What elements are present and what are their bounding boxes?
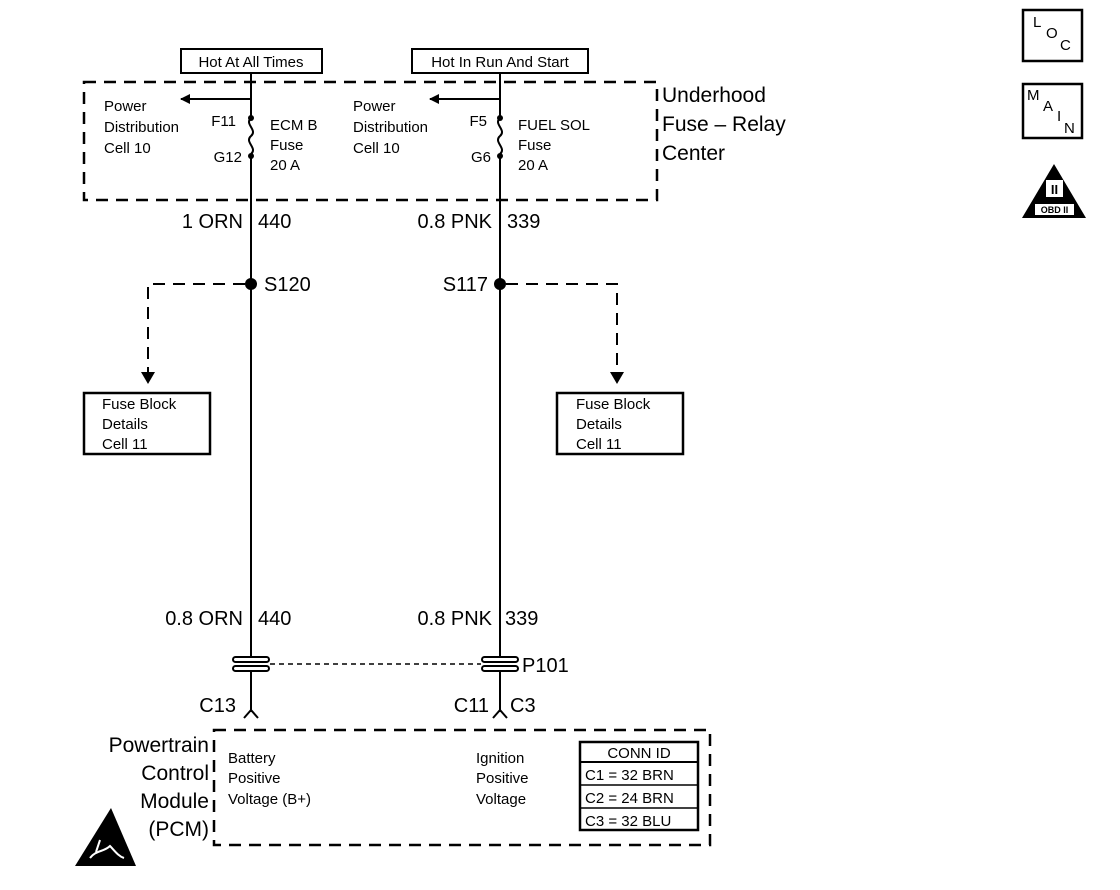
- pcm-name-line1: Powertrain: [109, 734, 209, 757]
- pin-c13-label: C13: [199, 695, 236, 717]
- right-bottom-wire-circuit: 339: [505, 608, 538, 630]
- fuse-center-name-line1: Underhood: [662, 84, 766, 107]
- left-fuse-block-line1: Fuse Block: [102, 396, 177, 413]
- right-power-dist-line1: Power: [353, 98, 396, 115]
- fuel-sol-fuse: [429, 73, 503, 283]
- right-fuse-block-line2: Details: [576, 416, 622, 433]
- loc-icon-letter-l: L: [1033, 14, 1041, 31]
- battery-voltage-line2: Positive: [228, 770, 281, 787]
- hot-in-run-and-start-label: Hot In Run And Start: [411, 48, 589, 74]
- left-fuse-block-ref: Fuse Block Details Cell 11: [82, 391, 212, 456]
- main-icon-letter-m: M: [1027, 87, 1040, 104]
- obd-ii-numeral: II: [1051, 182, 1058, 197]
- hot-at-all-times-label: Hot At All Times: [180, 48, 323, 74]
- fuse-relay-center-box: [82, 80, 659, 202]
- esd-warning-icon: [75, 808, 136, 866]
- ecm-fuse-name: ECM B: [270, 117, 318, 134]
- main-icon-letter-a: A: [1043, 98, 1053, 115]
- conn-id-row-c3: C3 = 32 BLU: [585, 813, 671, 830]
- pin-c11-label: C11: [454, 695, 489, 717]
- battery-voltage-line3: Voltage (B+): [228, 791, 311, 808]
- pcm-name-line3: Module: [140, 790, 209, 813]
- connector-p101: [232, 656, 519, 712]
- fuel-fuse-rating: 20 A: [518, 157, 548, 174]
- ignition-voltage-line1: Ignition: [476, 750, 524, 767]
- right-bottom-wire-color: 0.8 PNK: [418, 608, 493, 630]
- conn-id-row-c2: C2 = 24 BRN: [585, 790, 674, 807]
- pin-c3-label: C3: [510, 695, 536, 717]
- ignition-voltage-line3: Voltage: [476, 791, 526, 808]
- ecm-fuse-type: Fuse: [270, 137, 303, 154]
- right-power-dist-line3: Cell 10: [353, 140, 400, 157]
- connector-p101-label: P101: [522, 655, 569, 677]
- right-fuse-block-line1: Fuse Block: [576, 396, 651, 413]
- left-bottom-wire-color: 0.8 ORN: [165, 608, 243, 630]
- fuse-center-name-line3: Center: [662, 142, 725, 165]
- ecm-fuse-rating: 20 A: [270, 157, 300, 174]
- left-top-wire-circuit: 440: [258, 211, 291, 233]
- pcm-box: [212, 728, 712, 847]
- obd-ii-icon: II OBD II: [1022, 164, 1086, 218]
- loc-icon: L O C: [1021, 8, 1084, 63]
- right-power-dist-line2: Distribution: [353, 119, 428, 136]
- hot-at-all-times-text: Hot At All Times: [198, 54, 303, 71]
- splice-s117-label: S117: [443, 274, 488, 296]
- right-top-wire-circuit: 339: [507, 211, 540, 233]
- battery-voltage-line1: Battery: [228, 750, 276, 767]
- fuel-fuse-in-pin: F5: [469, 113, 487, 130]
- left-power-dist-line3: Cell 10: [104, 140, 151, 157]
- loc-icon-letter-o: O: [1046, 25, 1058, 42]
- main-icon: M A I N: [1021, 82, 1084, 140]
- pcm-name-line2: Control: [141, 762, 209, 785]
- fuel-fuse-name: FUEL SOL: [518, 117, 590, 134]
- right-fuse-block-link: [506, 283, 618, 372]
- right-fuse-block-line3: Cell 11: [576, 436, 622, 453]
- ignition-voltage-line2: Positive: [476, 770, 529, 787]
- right-fuse-block-ref: Fuse Block Details Cell 11: [555, 391, 685, 456]
- left-fuse-block-line3: Cell 11: [102, 436, 148, 453]
- left-power-dist-line1: Power: [104, 98, 147, 115]
- pcm-name-line4: (PCM): [148, 818, 209, 841]
- conn-id-row-c1: C1 = 32 BRN: [585, 767, 674, 784]
- right-top-wire-color: 0.8 PNK: [418, 211, 493, 233]
- loc-icon-letter-c: C: [1060, 37, 1071, 54]
- fuel-fuse-type: Fuse: [518, 137, 551, 154]
- left-top-wire-color: 1 ORN: [182, 211, 243, 233]
- left-power-dist-line2: Distribution: [104, 119, 179, 136]
- conn-id-title: CONN ID: [607, 745, 671, 762]
- left-fuse-block-link: [147, 283, 245, 372]
- ecm-b-fuse: [180, 73, 254, 283]
- fuse-center-name-line2: Fuse – Relay: [662, 113, 786, 136]
- hot-in-run-and-start-text: Hot In Run And Start: [431, 54, 569, 71]
- main-icon-letter-n: N: [1064, 120, 1075, 137]
- conn-id-table: CONN ID C1 = 32 BRN C2 = 24 BRN C3 = 32 …: [578, 740, 700, 832]
- obd-ii-label: OBD II: [1041, 205, 1069, 215]
- left-fuse-block-line2: Details: [102, 416, 148, 433]
- main-icon-letter-i: I: [1057, 108, 1061, 125]
- ecm-fuse-in-pin: F11: [211, 113, 236, 130]
- left-bottom-wire-circuit: 440: [258, 608, 291, 630]
- splice-s120-label: S120: [264, 274, 311, 296]
- ecm-fuse-out-pin: G12: [214, 149, 242, 166]
- fuel-fuse-out-pin: G6: [471, 149, 491, 166]
